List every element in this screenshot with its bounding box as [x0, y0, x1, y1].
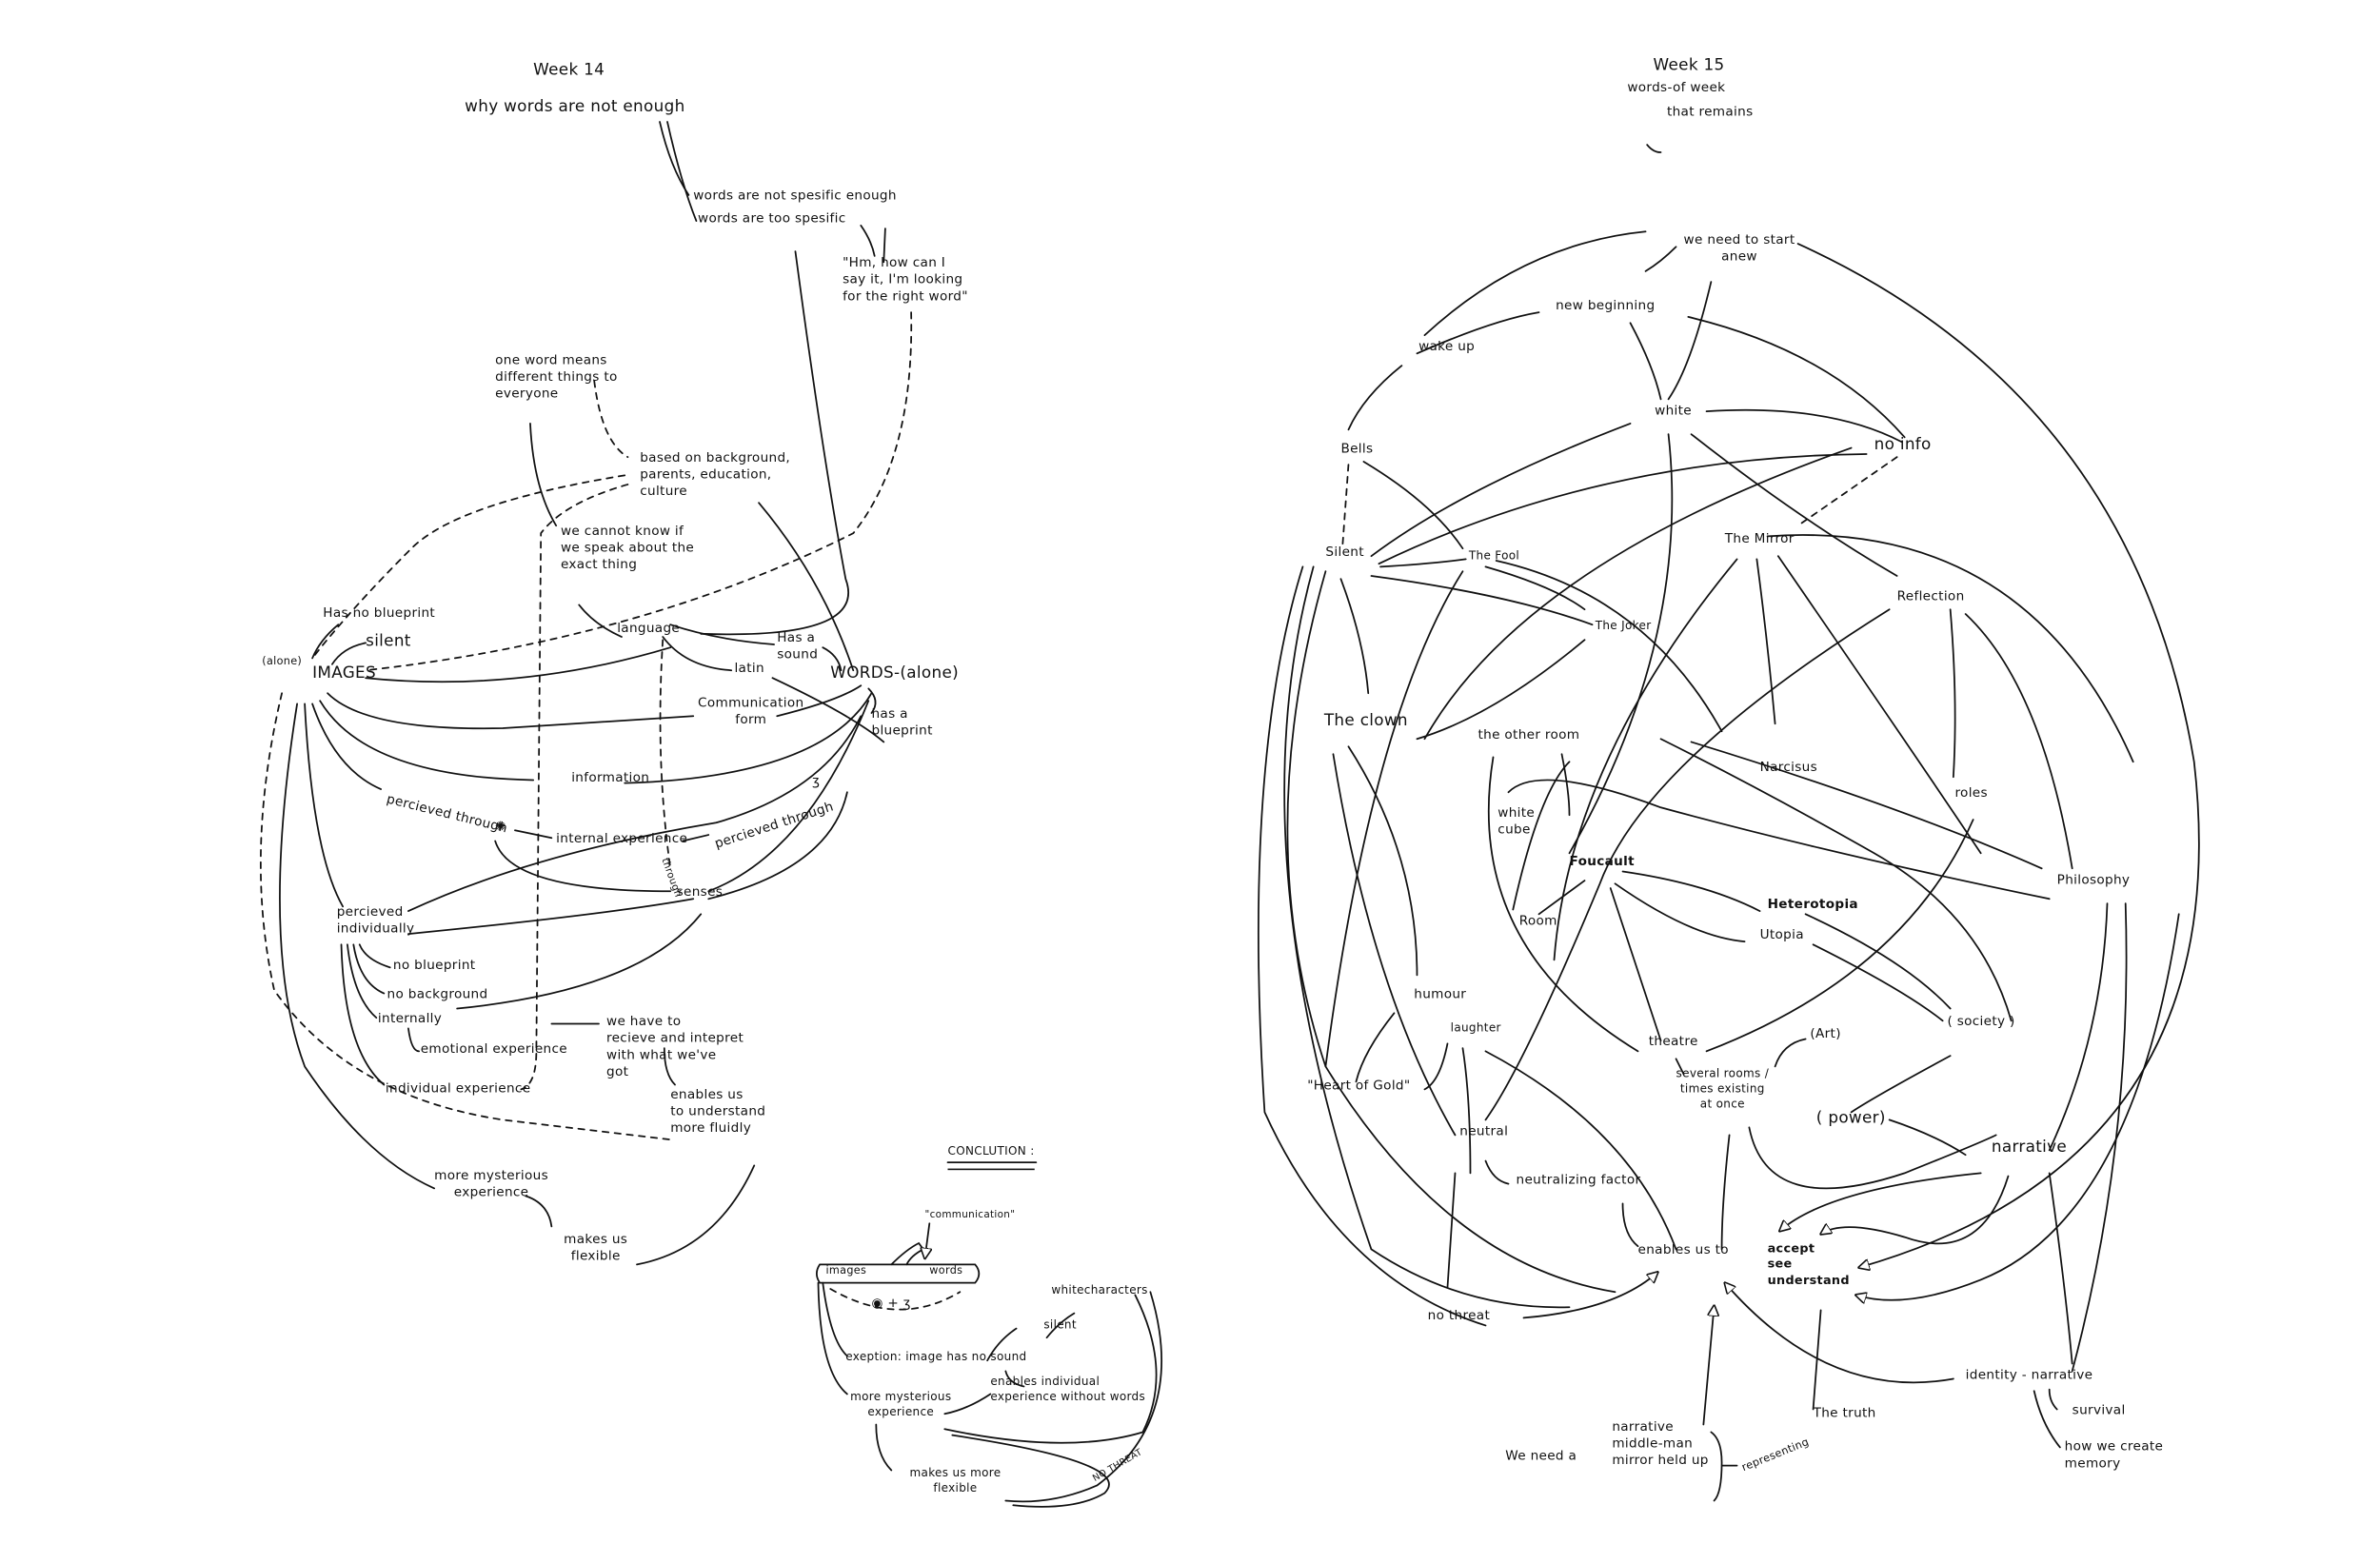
node-new-beginning: new beginning — [1556, 298, 1656, 314]
week15-subtitle: words-of week — [1627, 80, 1726, 96]
node-not-specific: words are not spesific enough — [693, 188, 897, 205]
node-language: language — [617, 622, 681, 638]
conclusion-edges — [815, 1161, 1162, 1508]
ear-icon: ʒ — [812, 774, 821, 790]
node-more-mysterious: more mysterious experience — [434, 1168, 549, 1201]
node-exception: exeption: image has no sound — [845, 1350, 1027, 1364]
node-start-anew: we need to start anew — [1683, 232, 1795, 266]
node-based-on: based on background, parents, education,… — [640, 450, 791, 501]
week14-title: Week 14 — [533, 61, 605, 80]
node-has-blueprint: has a blueprint — [871, 706, 933, 740]
conclusion-title: CONCLUTION : — [947, 1144, 1035, 1170]
week14-edges — [259, 121, 913, 1266]
node-perceived-individually: percieved individually — [336, 904, 415, 938]
node-no-blueprint: no blueprint — [392, 958, 476, 974]
node-communication-form: Communication form — [698, 696, 804, 729]
node-neutral: neutral — [1459, 1124, 1509, 1140]
node-society: ( society ) — [1947, 1014, 2015, 1030]
node-no-background: no background — [387, 987, 488, 1003]
node-individual-experience: individual experience — [385, 1081, 531, 1098]
node-too-specific: words are too spesific — [698, 211, 846, 228]
node-power: ( power) — [1815, 1109, 1886, 1128]
node-no-blueprint-top: Has no blueprint — [323, 605, 436, 623]
node-makes-flexible: makes us flexible — [564, 1232, 628, 1265]
bar-words-label: words — [929, 1264, 963, 1277]
node-enables-individual: enables individual experience without wo… — [990, 1374, 1146, 1403]
eye-plus-ear-icon: ◉ + ʒ — [871, 1297, 911, 1313]
node-cannot-know: we cannot know if we speak about the exa… — [560, 524, 695, 573]
node-heterotopia: Heterotopia — [1767, 897, 1858, 913]
node-conclusion-silent: silent — [1043, 1317, 1077, 1332]
node-other-room: the other room — [1478, 728, 1580, 744]
node-narcisus: Narcisus — [1759, 760, 1818, 776]
node-laughter: laughter — [1450, 1020, 1501, 1035]
node-words: WORDS-(alone) — [830, 663, 959, 683]
node-internally: internally — [377, 1011, 443, 1027]
central-question: why words are not enough — [465, 97, 685, 116]
week15-subtitle2: that remains — [1666, 105, 1754, 121]
node-utopia: Utopia — [1759, 927, 1804, 943]
week15-edges — [1257, 144, 2200, 1502]
node-wake-up: wake up — [1418, 339, 1476, 355]
node-room: Room — [1518, 914, 1557, 930]
node-has-sound: Has a sound — [777, 630, 819, 663]
node-receive-interpret: we have to recieve and intepret with wha… — [605, 1014, 744, 1080]
node-art: (Art) — [1810, 1026, 1841, 1042]
node-memory: how we create memory — [2064, 1439, 2164, 1473]
node-silent-w15: Silent — [1325, 544, 1364, 561]
eye-icon: ✺ — [495, 820, 506, 836]
node-no-info: no info — [1874, 435, 1932, 454]
node-narrative: narrative — [1991, 1138, 2068, 1157]
node-emotional-experience: emotional experience — [420, 1041, 568, 1058]
node-silent: silent — [366, 632, 411, 651]
node-neutralizing-factor: neutralizing factor — [1516, 1173, 1641, 1189]
node-enables-us-to: enables us to — [1637, 1243, 1729, 1259]
node-bells: Bells — [1340, 442, 1374, 458]
node-the-mirror: The Mirror — [1724, 531, 1795, 547]
node-foucault: Foucault — [1569, 854, 1635, 870]
node-several-rooms: several rooms / times existing at once — [1676, 1066, 1770, 1110]
node-conclusion-mysterious: more mysterious experience — [850, 1389, 952, 1418]
node-survival: survival — [2072, 1403, 2126, 1419]
node-internal-experience: internal experience — [556, 831, 688, 847]
node-accept-see-understand: accept see understand — [1767, 1241, 1850, 1288]
node-conclusion-flexible: makes us more flexible — [909, 1465, 1002, 1495]
node-humour: humour — [1414, 987, 1467, 1003]
node-the-joker: The Joker — [1595, 618, 1652, 633]
node-senses: senses — [676, 884, 724, 901]
node-white-characters: whitecharacters — [1051, 1282, 1148, 1297]
node-information: information — [571, 770, 650, 786]
node-white: white — [1655, 404, 1692, 420]
node-one-word: one word means different things to every… — [495, 353, 618, 403]
node-philosophy: Philosophy — [2056, 873, 2131, 889]
node-heart-of-gold: "Heart of Gold" — [1307, 1079, 1411, 1095]
bar-images-label: images — [825, 1264, 867, 1277]
node-middle-man: narrative middle-man mirror held up — [1612, 1419, 1709, 1470]
node-white-cube: white cube — [1497, 805, 1536, 839]
node-latin: latin — [734, 661, 764, 677]
node-quote: "Hm, how can I say it, I'm looking for t… — [843, 255, 968, 306]
node-the-clown: The clown — [1323, 711, 1408, 730]
node-communication: "communication" — [924, 1208, 1016, 1221]
node-theatre: theatre — [1648, 1034, 1698, 1050]
week15-title: Week 15 — [1653, 56, 1725, 75]
node-we-need-a: We need a — [1505, 1449, 1577, 1465]
node-no-threat: no threat — [1427, 1308, 1491, 1324]
node-roles: roles — [1954, 785, 1988, 802]
node-understand-fluidly: enables us to understand more fluidly — [670, 1087, 766, 1138]
node-alone: (alone) — [262, 655, 303, 668]
node-images: IMAGES — [312, 663, 376, 683]
node-reflection: Reflection — [1896, 589, 1965, 605]
node-the-fool: The Fool — [1468, 548, 1520, 563]
node-identity-narrative: identity - narrative — [1965, 1368, 2093, 1384]
node-the-truth: The truth — [1813, 1406, 1876, 1422]
